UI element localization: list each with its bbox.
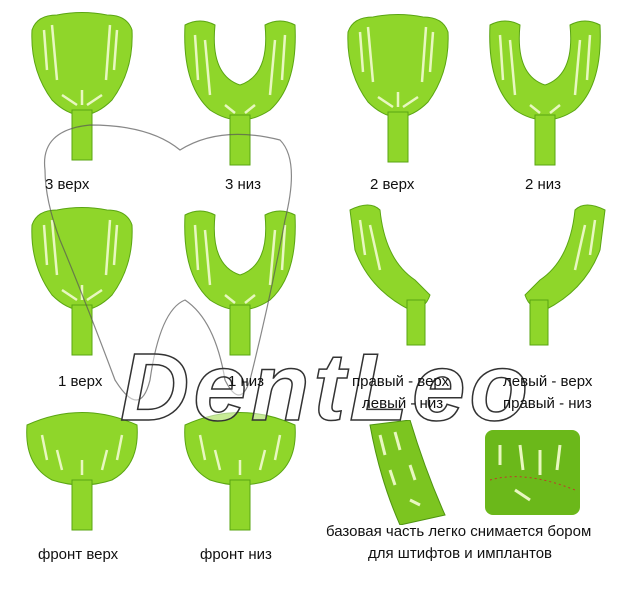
watermark-text: DentLeo	[120, 334, 532, 441]
tray-base-detail-1	[369, 420, 446, 525]
label-lower-1: 1 низ	[228, 373, 265, 390]
label-lower-2: 2 низ	[525, 176, 562, 193]
label-right-upper-alt: левый - низ	[362, 395, 444, 412]
label-front-upper: фронт верх	[38, 546, 119, 563]
label-left-upper-alt: правый - низ	[503, 395, 592, 412]
label-right-upper: правый - верх	[352, 373, 450, 390]
label-upper-3: 3 верх	[45, 176, 90, 193]
note-line-2: для штифтов и имплантов	[368, 545, 553, 562]
tray-base-detail-2	[485, 430, 580, 515]
label-upper-1: 1 верх	[58, 373, 103, 390]
label-upper-2: 2 верх	[370, 176, 415, 193]
label-lower-3: 3 низ	[225, 176, 262, 193]
label-front-lower: фронт низ	[200, 546, 272, 563]
note-line-1: базовая часть легко снимается бором	[326, 523, 592, 540]
label-left-upper: левый - верх	[503, 373, 593, 390]
